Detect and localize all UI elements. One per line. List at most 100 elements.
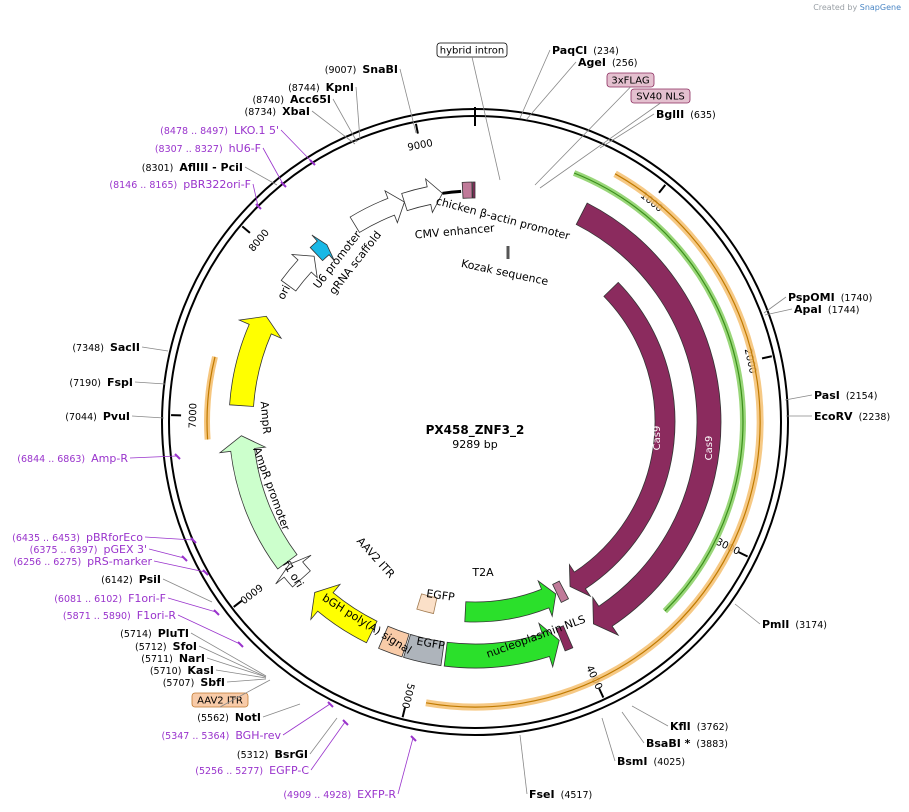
primer-amp-r-name: Amp-R [91, 452, 128, 465]
site-pluti: PluTI(5714) [120, 627, 267, 677]
primer-prs-marker-position: (6256 .. 6275) [13, 557, 81, 568]
chicken-actin-promoter-feature [401, 177, 443, 214]
site-sacii-leader [141, 346, 169, 352]
primer-marker [181, 555, 188, 562]
site-fsei-leader [519, 734, 528, 795]
primer-egfp-c-position: (5256 .. 5277) [195, 766, 263, 777]
orange-feature-band-small-line [206, 356, 216, 440]
site-fsei: FseI(4517) [519, 734, 592, 801]
site-nari: NarI(5711) [141, 652, 267, 678]
site-ecorv-position: (2238) [859, 412, 891, 423]
site-pluti-position: (5714) [120, 629, 152, 640]
primer-pbrforeco-name: pBRforEco [86, 531, 143, 544]
site-pmli-leader [734, 603, 761, 625]
site-noti-name: NotI [235, 711, 261, 724]
site-bsabi-: BsaBI *(3883) [621, 711, 728, 750]
site-bsabi--leader [621, 711, 645, 744]
site-sbfi: SbfI(5707) [163, 676, 267, 689]
primer-pbr322ori-f-name: pBR322ori-F [183, 178, 251, 191]
scale-tick-label: 5000 [399, 682, 416, 709]
primer-lko-1-5--name: LKO.1 5' [234, 124, 279, 137]
site-snabi: SnaBI(9007) [325, 63, 417, 134]
cas9-inner-feature [568, 281, 676, 598]
primer-marker [309, 159, 316, 166]
primer-pbr322ori-f-position: (8146 .. 8165) [109, 180, 177, 191]
primer-marker [410, 735, 417, 742]
ampr-promoter-feature [275, 554, 312, 588]
flag-feature [461, 181, 473, 199]
site-apai: ApaI(1744) [764, 303, 860, 316]
primer-bgh-rev-name: BGH-rev [235, 729, 281, 742]
site-fspi: FspI(7190) [69, 376, 166, 389]
primer-f1ori-r-leader [177, 614, 241, 645]
egfp-inner-label: EGFP [426, 587, 456, 604]
site-bsrgi-name: BsrGI [275, 748, 308, 761]
primer-bgh-rev-leader [282, 703, 331, 736]
site-noti: NotI(5562) [197, 703, 301, 724]
site-agei-leader [525, 61, 577, 121]
cmv-enhancer-feature [349, 189, 405, 233]
site-afliii-pcii-position: (8301) [142, 163, 174, 174]
site-bsabi--name: BsaBI * [646, 737, 691, 750]
site-paqci: PaqCI(234) [519, 44, 619, 119]
primer-f1ori-f-position: (6081 .. 6102) [54, 594, 122, 605]
primer-egfp-c: EGFP-C(5256 .. 5277) [195, 721, 346, 777]
site-kasi-name: KasI [187, 664, 214, 677]
scale-tick [401, 707, 406, 718]
site-apai-position: (1744) [828, 305, 860, 316]
site-kpni-leader [355, 86, 361, 141]
primer-f1ori-f-leader [167, 597, 217, 613]
primer-f1ori-r-name: F1ori-R [137, 609, 177, 622]
orange-feature-band-line [425, 173, 761, 708]
primer-exfp-r-leader [397, 737, 414, 795]
primer-exfp-r-position: (4909 .. 4928) [283, 790, 351, 801]
site-xbai-leader [311, 110, 356, 145]
primer-bgh-rev-position: (5347 .. 5364) [161, 731, 229, 742]
site-sacii: SacII(7348) [72, 341, 169, 354]
primer-lko-1-5-: LKO.1 5' (8478 .. 8497) [160, 124, 313, 163]
u6-promoter-feature [280, 254, 318, 292]
ori-label: ori [275, 283, 293, 302]
snapgene-credit: Created by SnapGene [813, 3, 901, 12]
site-paqci-leader [519, 49, 551, 119]
plasmid-length: 9289 bp [452, 438, 497, 451]
site-acc65i-name: Acc65I [290, 93, 331, 106]
site-sfoi: SfoI(5712) [135, 640, 267, 678]
site-sacii-position: (7348) [72, 343, 104, 354]
grna-scaffold-feature [309, 234, 335, 262]
plasmid-name: PX458_ZNF3_2 [426, 423, 525, 438]
primer-lko-1-5--position: (8478 .. 8497) [160, 126, 228, 137]
primer-marker [327, 701, 334, 708]
hybrid-intron-callout: hybrid intron [436, 42, 508, 181]
scale-tick [738, 551, 749, 558]
site-kpni-name: KpnI [326, 81, 354, 94]
site-bglii-leader [599, 113, 655, 149]
primer-pgex-3-: pGEX 3'(6375 .. 6397) [30, 543, 185, 559]
site-bglii: BglII(635) [599, 108, 716, 149]
site-kfli-position: (3762) [697, 722, 729, 733]
primer-hu6-f-name: hU6-F [229, 142, 261, 155]
site-afliii-pcii-name: AflIII - PciI [179, 161, 243, 174]
primer-hu6-f-position: (8307 .. 8327) [155, 144, 223, 155]
hybrid-intron-callout-leader [471, 56, 501, 181]
site-acc65i-leader [332, 98, 358, 143]
aav2-itr-callout-text: AAV2 ITR [197, 696, 243, 707]
scale-tick-label: 7000 [188, 403, 200, 429]
cas9-outer-feature [575, 202, 722, 637]
snapgene-brand: SnapGene [859, 3, 901, 12]
primer-pbr322ori-f-leader [252, 183, 259, 207]
site-bsrgi-leader [309, 717, 338, 755]
primer-marker [174, 453, 181, 460]
egfp-inner-feature [464, 579, 557, 623]
hybrid-intron-callout-text: hybrid intron [440, 46, 504, 57]
primer-f1ori-r-position: (5871 .. 5890) [63, 611, 131, 622]
site-pspomi-name: PspOMI [788, 291, 835, 304]
primer-egfp-c-leader [310, 721, 346, 771]
green-feature-band-line [573, 172, 744, 612]
aav2-itr-inner-feature [416, 593, 438, 615]
aav2-itr-outer-feature [378, 625, 410, 658]
site-pspomi-position: (1740) [841, 293, 873, 304]
primer-f1ori-r: F1ori-R (5871 .. 5890) [63, 609, 241, 645]
primer-exfp-r: EXFP-R(4909 .. 4928) [283, 737, 414, 801]
site-xbai-name: XbaI [282, 105, 310, 118]
